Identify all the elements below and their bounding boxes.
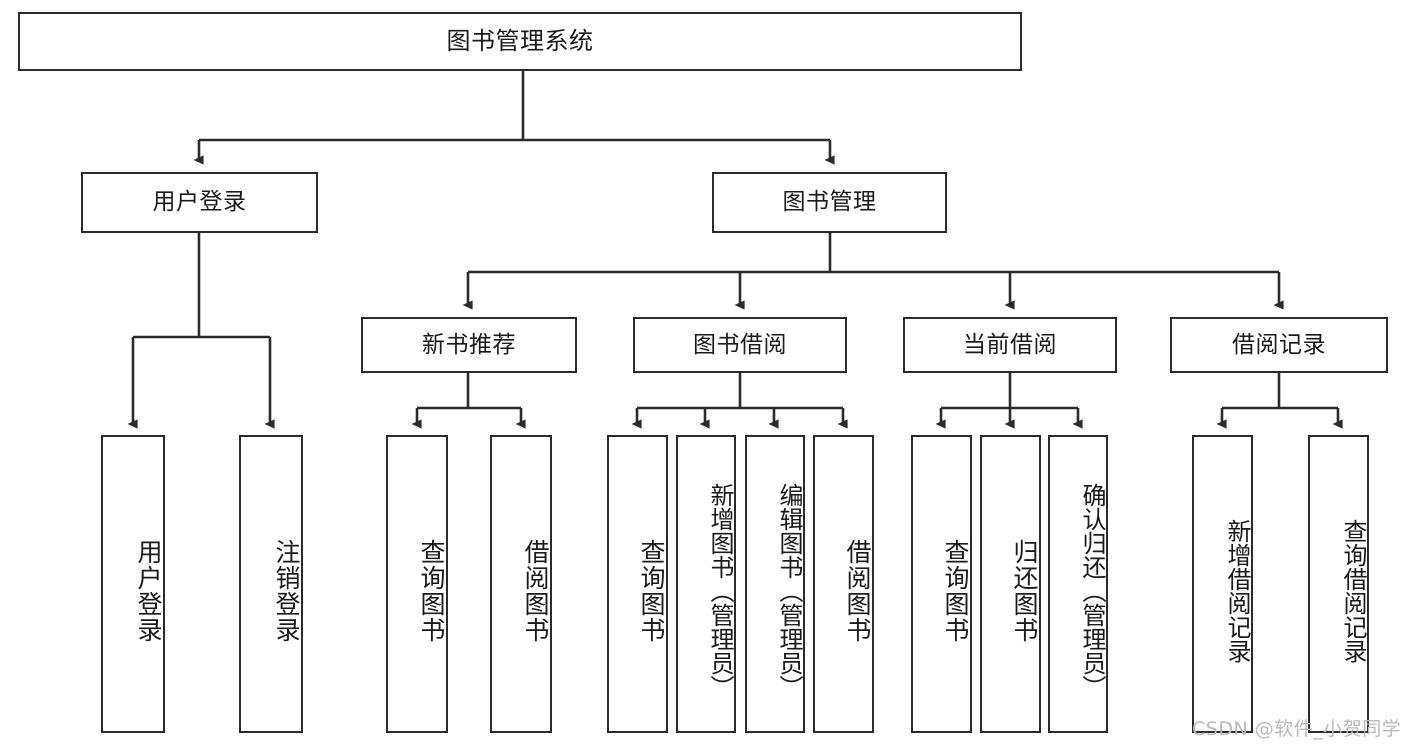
node-leaf-confirm-return[interactable]: 确认归还（管理员） — [1048, 435, 1108, 733]
node-root[interactable]: 图书管理系统 — [18, 12, 1022, 71]
node-leaf-borrow-book-2-label: 借阅图书 — [843, 539, 872, 643]
node-leaf-query-book-2-label: 查询图书 — [637, 539, 666, 643]
node-user-login[interactable]: 用户登录 — [81, 172, 318, 233]
node-leaf-add-book[interactable]: 新增图书（管理员） — [676, 435, 736, 733]
node-borrow-record[interactable]: 借阅记录 — [1170, 317, 1388, 373]
node-root-label: 图书管理系统 — [446, 26, 594, 55]
node-new-book-recommend-label: 新书推荐 — [422, 331, 516, 358]
node-current-borrow-label: 当前借阅 — [963, 331, 1057, 358]
node-user-login-label: 用户登录 — [152, 189, 247, 216]
node-leaf-logout-login[interactable]: 注销登录 — [239, 435, 303, 733]
node-leaf-borrow-book-1[interactable]: 借阅图书 — [490, 435, 552, 733]
node-leaf-edit-book[interactable]: 编辑图书（管理员） — [745, 435, 805, 733]
node-leaf-borrow-book-2[interactable]: 借阅图书 — [813, 435, 874, 733]
node-borrow-record-label: 借阅记录 — [1232, 331, 1326, 358]
node-leaf-query-book-1[interactable]: 查询图书 — [386, 435, 448, 733]
node-leaf-add-book-label: 新增图书（管理员） — [706, 483, 734, 699]
node-leaf-user-login[interactable]: 用户登录 — [101, 435, 165, 733]
node-book-management-label: 图书管理 — [782, 189, 877, 216]
node-leaf-query-book-3[interactable]: 查询图书 — [911, 435, 972, 733]
node-leaf-query-record-label: 查询借阅记录 — [1339, 519, 1367, 663]
node-leaf-confirm-return-label: 确认归还（管理员） — [1078, 483, 1106, 699]
node-leaf-add-record-label: 新增借阅记录 — [1223, 519, 1251, 663]
node-book-management[interactable]: 图书管理 — [712, 172, 947, 233]
node-current-borrow[interactable]: 当前借阅 — [903, 317, 1117, 373]
node-leaf-query-book-2[interactable]: 查询图书 — [607, 435, 668, 733]
node-leaf-return-book[interactable]: 归还图书 — [980, 435, 1041, 733]
node-leaf-logout-login-label: 注销登录 — [272, 539, 301, 643]
node-leaf-return-book-label: 归还图书 — [1010, 539, 1039, 643]
node-leaf-edit-book-label: 编辑图书（管理员） — [775, 483, 803, 699]
node-book-borrow[interactable]: 图书借阅 — [633, 317, 847, 373]
node-book-borrow-label: 图书借阅 — [693, 331, 787, 358]
node-leaf-query-record[interactable]: 查询借阅记录 — [1308, 435, 1369, 733]
node-leaf-query-book-1-label: 查询图书 — [417, 539, 446, 643]
node-leaf-borrow-book-1-label: 借阅图书 — [521, 539, 550, 643]
node-leaf-query-book-3-label: 查询图书 — [941, 539, 970, 643]
node-leaf-user-login-label: 用户登录 — [134, 539, 163, 643]
node-leaf-add-record[interactable]: 新增借阅记录 — [1192, 435, 1253, 733]
node-new-book-recommend[interactable]: 新书推荐 — [361, 317, 577, 373]
